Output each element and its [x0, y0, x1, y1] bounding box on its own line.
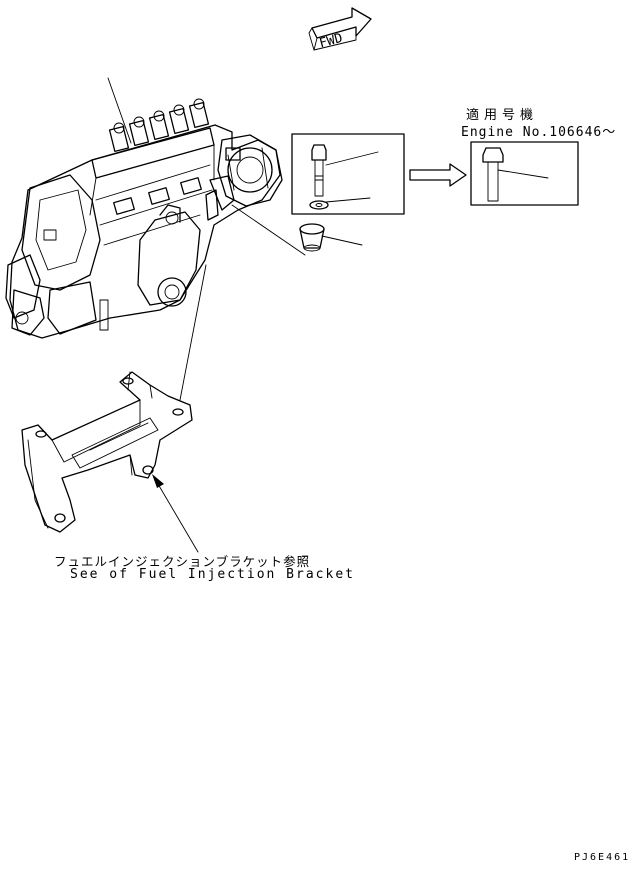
reference-note-en: See of Fuel Injection Bracket	[70, 567, 355, 582]
new-bolt-detail-box	[470, 141, 579, 206]
applicability-title: 適用号機	[466, 108, 539, 123]
leader-lines	[107, 77, 306, 401]
fwd-label: FWD	[318, 31, 345, 52]
bolt-detail-box	[291, 133, 405, 215]
replacement-arrow-icon	[409, 163, 467, 187]
fwd-arrow-icon: FWD	[308, 7, 372, 52]
fuel-injection-pump-drawing	[5, 98, 283, 339]
reference-arrow-icon	[152, 474, 199, 553]
engine-number-label: Engine No.106646〜	[461, 125, 617, 140]
reference-note-jp: フュエルインジェクションブラケット参照	[54, 554, 311, 569]
drawing-code: PJ6E461	[574, 852, 631, 863]
fuel-injection-bracket-drawing	[21, 371, 193, 533]
collar-part	[299, 223, 363, 252]
